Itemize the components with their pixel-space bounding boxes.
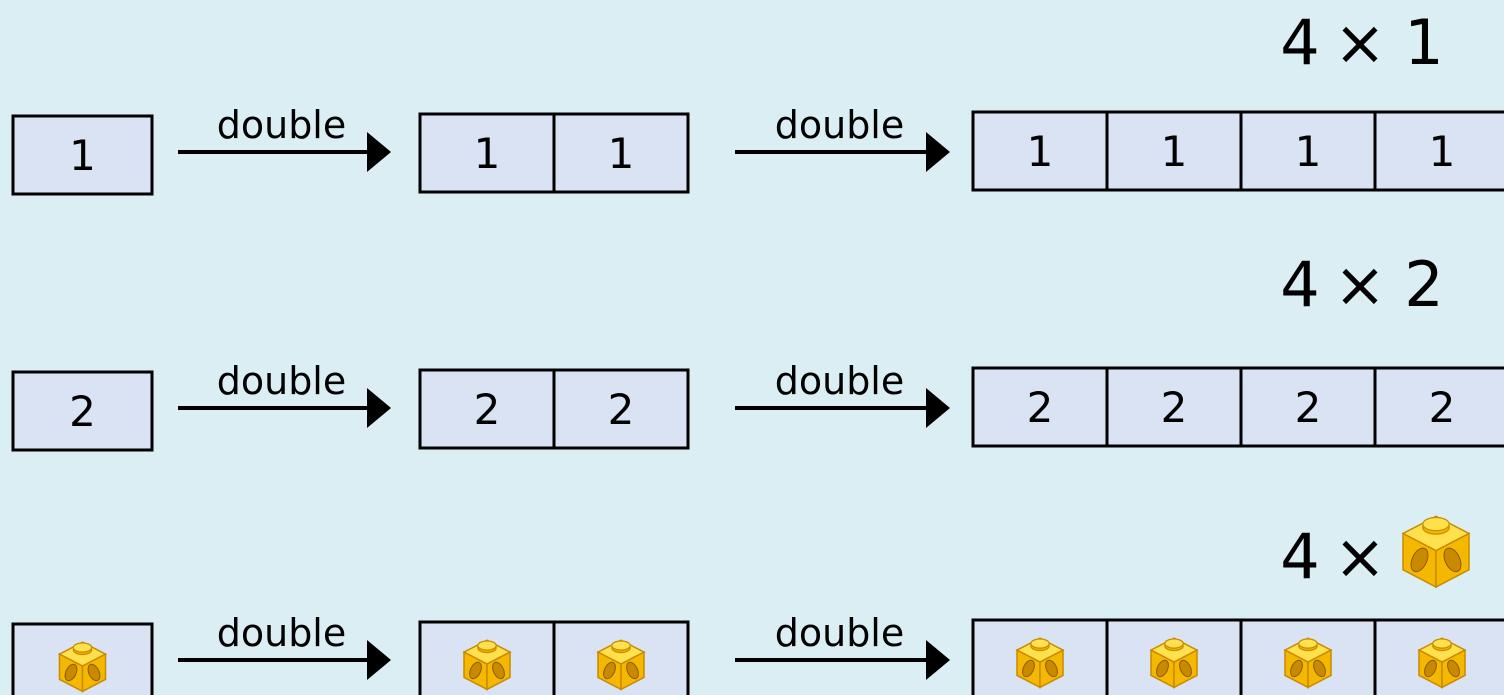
row2-end-cell-2-label: 2 bbox=[1295, 383, 1322, 432]
row1-middle-cell-0-label: 1 bbox=[474, 129, 501, 178]
row1-end-cell-1-label: 1 bbox=[1161, 127, 1188, 176]
row2-end-cell-1-label: 2 bbox=[1161, 383, 1188, 432]
row1-end-cell-2-label: 1 bbox=[1295, 127, 1322, 176]
row3-double-2-label: double bbox=[775, 611, 905, 655]
product-multiplier: 4 bbox=[1280, 248, 1319, 321]
row3-middle bbox=[420, 622, 688, 695]
row1-start-cell-0-label: 1 bbox=[69, 131, 96, 180]
row3-product: 4× bbox=[1280, 516, 1469, 593]
row2-start-cell-0-label: 2 bbox=[69, 387, 96, 436]
product-multiplier: 4 bbox=[1280, 520, 1319, 593]
row2-double-2-label: double bbox=[775, 359, 905, 403]
product-cube-icon bbox=[1403, 516, 1469, 587]
product-factor: 2 bbox=[1404, 248, 1443, 321]
row1-middle bbox=[420, 114, 688, 192]
row1-end-cell-0-label: 1 bbox=[1027, 127, 1054, 176]
product-times-sign: × bbox=[1334, 6, 1386, 79]
row2-double-1-label: double bbox=[217, 359, 347, 403]
row1-double-2-label: double bbox=[775, 103, 905, 147]
product-factor: 1 bbox=[1404, 6, 1443, 79]
product-multiplier: 4 bbox=[1280, 6, 1319, 79]
row2-middle-cell-0-label: 2 bbox=[474, 385, 501, 434]
row2-product: 4×2 bbox=[1280, 248, 1443, 321]
row3-double-1-label: double bbox=[217, 611, 347, 655]
row1-middle-cell-1-label: 1 bbox=[608, 129, 635, 178]
row1-double-1-label: double bbox=[217, 103, 347, 147]
row2-middle bbox=[420, 370, 688, 448]
row2-middle-cell-1-label: 2 bbox=[608, 385, 635, 434]
product-times-sign: × bbox=[1334, 520, 1386, 593]
row2-end-cell-3-label: 2 bbox=[1429, 383, 1456, 432]
row1-end-cell-3-label: 1 bbox=[1429, 127, 1456, 176]
row2-end-cell-0-label: 2 bbox=[1027, 383, 1054, 432]
row1-product: 4×1 bbox=[1280, 6, 1443, 79]
product-times-sign: × bbox=[1334, 248, 1386, 321]
